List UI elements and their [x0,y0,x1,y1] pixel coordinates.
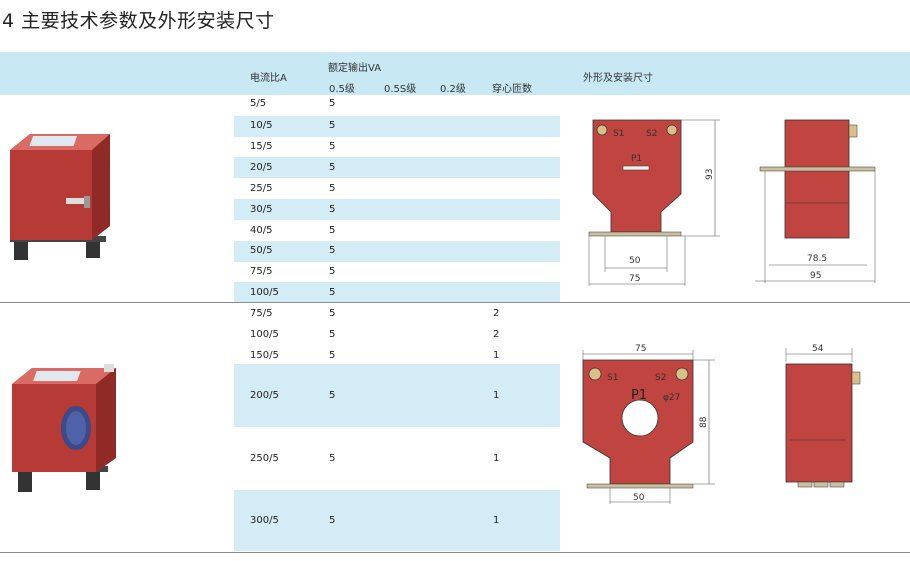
va-cell: 5 [329,453,336,464]
ratio-cell: 25/5 [250,183,273,194]
header-class-02: 0.2级 [440,84,466,95]
row-band [234,241,560,262]
ratio-cell: 75/5 [250,308,273,319]
turns-cell: 2 [493,308,500,319]
header-class-05: 0.5级 [329,84,355,95]
ratio-cell: 15/5 [250,141,273,152]
ratio-cell: 30/5 [250,204,273,215]
terminal-s1-icon [588,367,602,381]
dim-width-2: 75 [635,344,646,354]
section-divider [0,302,910,303]
va-cell: 5 [329,350,336,361]
dim-overall: 95 [810,271,821,281]
label-s2: S2 [646,129,657,139]
label-s1-2: S1 [607,373,618,383]
ratio-cell: 5/5 [250,98,267,109]
label-p1: P1 [631,154,642,164]
dim-depth: 78.5 [807,254,827,264]
turns-cell: 1 [493,350,500,361]
page-title: 4 主要技术参数及外形安装尺寸 [2,10,275,32]
header-class-05s: 0.5S级 [384,84,417,95]
turns-cell: 1 [493,453,500,464]
va-cell: 5 [329,141,336,152]
row-band [234,282,560,302]
header-ratio: 电流比A [250,73,287,84]
row-band [234,364,560,427]
ratio-cell: 150/5 [250,350,279,361]
dim-height-2: 88 [699,416,709,428]
row-band [234,116,560,137]
ratio-cell: 20/5 [250,162,273,173]
side-view-drawing-2: 54 [785,344,861,488]
va-cell: 5 [329,120,336,131]
dim-depth-2: 54 [812,344,824,354]
ratio-cell: 10/5 [250,120,273,131]
terminal-s2-icon [675,367,689,381]
label-hole-diameter: φ27 [663,393,680,403]
ratio-cell: 50/5 [250,245,273,256]
dim-height: 93 [705,169,715,180]
ratio-cell: 100/5 [250,287,279,298]
table-header-band [0,52,910,95]
turns-cell: 2 [493,329,500,340]
header-rated-output: 额定输出VA [328,63,382,74]
ratio-cell: 40/5 [250,225,273,236]
va-cell: 5 [329,287,336,298]
va-cell: 5 [329,329,336,340]
va-cell: 5 [329,266,336,277]
row-band [234,157,560,178]
va-cell: 5 [329,515,336,526]
label-s2-2: S2 [655,373,666,383]
ratio-cell: 250/5 [250,453,279,464]
ratio-cell: 300/5 [250,515,279,526]
section-divider [0,552,910,553]
turns-cell: 1 [493,390,500,401]
window-hole [621,399,659,437]
va-cell: 5 [329,183,336,194]
dim-base-2: 50 [633,493,645,503]
front-view-drawing-1: S1 S2 P1 93 50 75 [588,119,720,286]
header-dimensions: 外形及安装尺寸 [583,73,653,84]
va-cell: 5 [329,308,336,319]
va-cell: 5 [329,98,336,109]
row-band [234,490,560,551]
terminal-s2-icon [666,124,678,136]
va-cell: 5 [329,162,336,173]
dim-width: 75 [629,274,640,284]
side-view-drawing-1: 78.5 95 [755,119,876,283]
product-photo-window-ct [12,364,116,492]
terminal-s1-icon [596,124,608,136]
row-band [234,199,560,220]
ratio-cell: 200/5 [250,390,279,401]
ratio-cell: 100/5 [250,329,279,340]
header-turns: 穿心匝数 [492,84,532,95]
dim-base: 50 [629,256,641,266]
va-cell: 5 [329,225,336,236]
va-cell: 5 [329,390,336,401]
va-cell: 5 [329,204,336,215]
label-s1: S1 [613,129,624,139]
front-view-drawing-2: 75 S1 S2 P1 φ27 88 50 [582,344,715,504]
label-p1-2: P1 [631,388,647,403]
ratio-cell: 75/5 [250,266,273,277]
va-cell: 5 [329,245,336,256]
product-photo-square-ct [10,134,110,260]
turns-cell: 1 [493,515,500,526]
